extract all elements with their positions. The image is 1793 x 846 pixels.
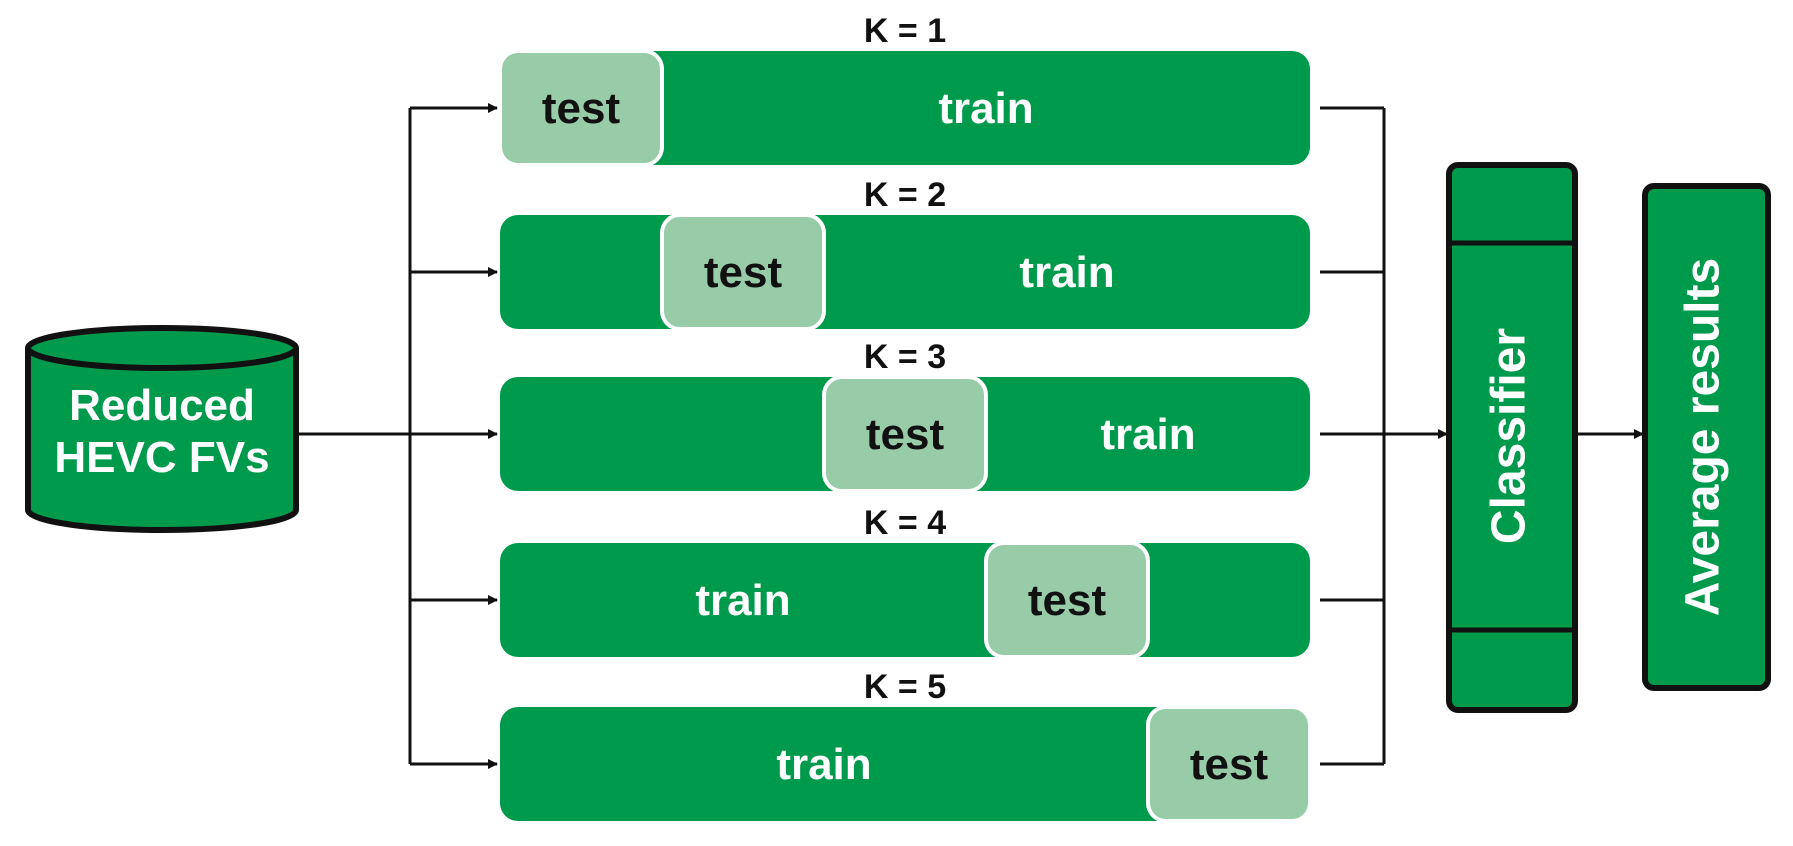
test-segment	[498, 49, 664, 167]
fold-4: K = 4 test train	[500, 504, 1310, 659]
classifier-label: Classifier	[1483, 328, 1536, 544]
test-segment	[1146, 705, 1312, 823]
train-label: train	[1019, 248, 1114, 297]
average-results-label: Average results	[1677, 258, 1730, 616]
train-bar	[500, 707, 1310, 821]
average-results-box	[1642, 183, 1771, 691]
fold-label: K = 1	[864, 12, 946, 50]
connectors	[296, 103, 1644, 769]
fold-1: K = 1 test train	[498, 12, 1310, 167]
train-bar	[500, 51, 1310, 165]
fold-2: K = 2 test train	[500, 176, 1310, 331]
classifier-block: Classifier	[1446, 162, 1578, 713]
train-bar	[500, 215, 1310, 329]
classifier-box	[1446, 162, 1578, 713]
test-segment	[984, 541, 1150, 659]
test-label: test	[1028, 576, 1107, 625]
fold-label: K = 2	[864, 176, 946, 214]
test-segment	[822, 375, 988, 493]
train-bar	[500, 543, 1310, 657]
test-segment	[660, 213, 826, 331]
fold-3: K = 3 test train	[500, 338, 1310, 493]
database-icon: Reduced HEVC FVs	[25, 325, 299, 533]
fold-label: K = 3	[864, 338, 946, 376]
average-results-block: Average results	[1642, 183, 1771, 691]
database-label-line1: Reduced	[69, 381, 255, 430]
database-body	[25, 348, 299, 533]
test-label: test	[1190, 740, 1269, 789]
test-label: test	[542, 84, 621, 133]
train-label: train	[938, 84, 1033, 133]
database-top	[25, 325, 299, 371]
train-label: train	[776, 740, 871, 789]
test-label: test	[866, 410, 945, 459]
fold-5: K = 5 test train	[500, 668, 1312, 823]
train-label: train	[1100, 410, 1195, 459]
test-label: test	[704, 248, 783, 297]
database-label-line2: HEVC FVs	[54, 433, 269, 482]
folds: K = 1 test train K = 2 test train K = 3 test tra…	[498, 12, 1312, 823]
fold-label: K = 5	[864, 668, 946, 706]
train-label: train	[695, 576, 790, 625]
fold-label: K = 4	[864, 504, 946, 542]
